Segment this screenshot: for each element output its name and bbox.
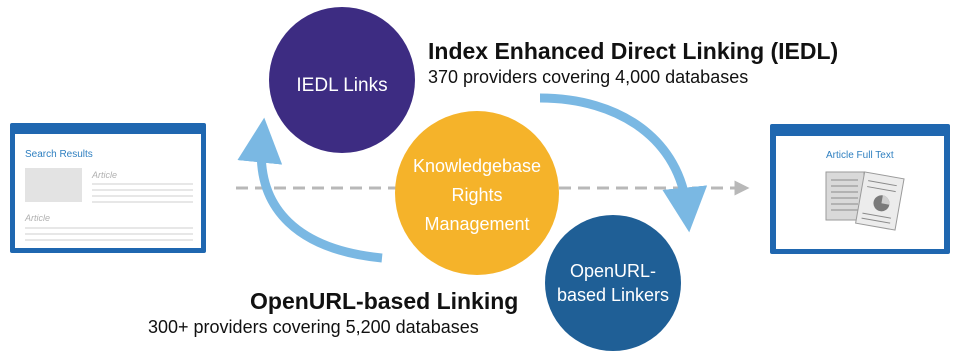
knowledgebase-line: Knowledgebase [412, 156, 542, 176]
search-results-screen [10, 123, 206, 253]
openurl-line: OpenURL- [569, 261, 657, 281]
management-line: Management [424, 214, 530, 234]
article-label: Article [25, 213, 51, 223]
rights-line: Rights [451, 185, 503, 205]
based-linkers-line: based Linkers [556, 285, 670, 305]
article-full-text-screen [770, 124, 950, 254]
iedl-heading: Index Enhanced Direct Linking (IEDL) [428, 38, 839, 64]
result-thumbnail [25, 168, 82, 202]
knowledgebase-circle [395, 111, 559, 275]
openurl-circle [545, 215, 681, 351]
article-full-text-title: Article Full Text [826, 150, 894, 161]
iedl-circle [269, 7, 415, 153]
knowledgebase-label: Knowledgebase Rights Management [395, 152, 559, 239]
openurl-subtext: 300+ providers covering 5,200 databases [148, 317, 479, 337]
openurl-heading-block: OpenURL-based Linking 300+ providers cov… [148, 288, 518, 338]
search-results-title: Search Results [25, 149, 93, 160]
arrow-to-openurl [539, 93, 708, 233]
openurl-linkers-label: OpenURL- based Linkers [545, 259, 681, 307]
iedl-subtext: 370 providers covering 4,000 databases [428, 67, 749, 87]
article-label: Article [92, 170, 118, 180]
arrow-to-iedl [237, 117, 383, 263]
iedl-links-label: IEDL Links [296, 75, 388, 96]
openurl-heading: OpenURL-based Linking [250, 288, 519, 314]
iedl-heading-block: Index Enhanced Direct Linking (IEDL) 370… [428, 38, 838, 88]
document-icon [825, 171, 905, 231]
